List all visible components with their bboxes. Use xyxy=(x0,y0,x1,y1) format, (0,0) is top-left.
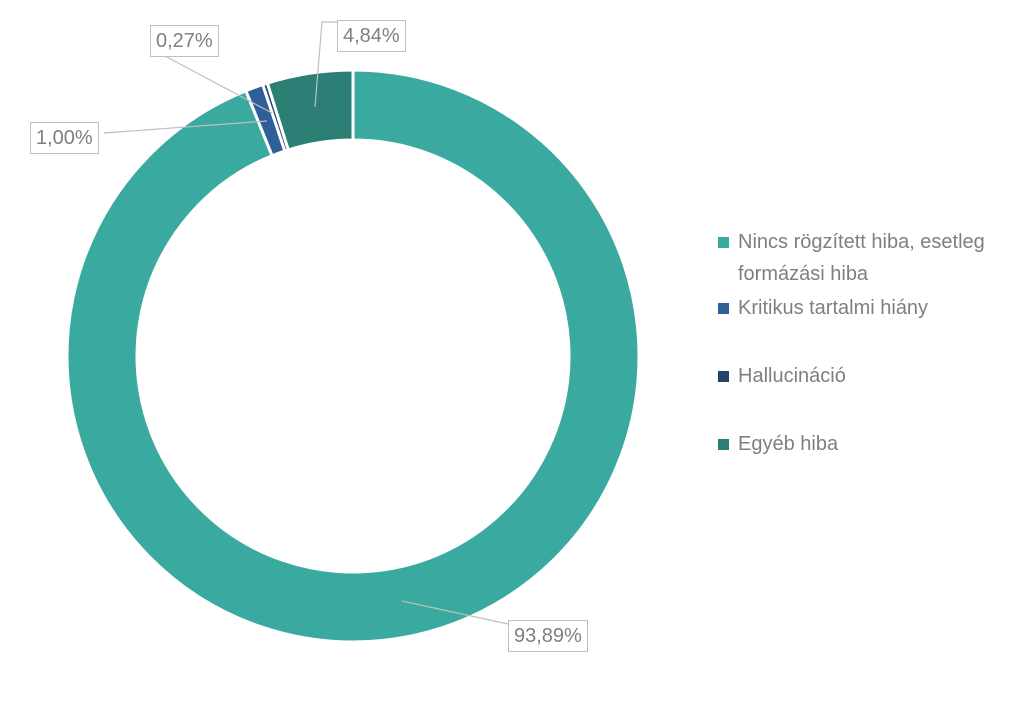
legend: Nincs rögzített hiba, esetleg formázási … xyxy=(718,226,1018,460)
legend-label: Egyéb hiba xyxy=(738,433,839,455)
leader-line-2 xyxy=(103,120,268,134)
legend-swatch xyxy=(718,371,729,382)
donut-slice-3 xyxy=(265,68,355,152)
legend-label: Hallucináció xyxy=(738,365,846,387)
data-label-egyeb: 4,84% xyxy=(337,20,406,52)
legend-label: Kritikus tartalmi hiány xyxy=(738,297,929,319)
leader-line-3 xyxy=(401,600,509,625)
legend-item-hallucinacio: Hallucináció xyxy=(718,360,1018,428)
legend-swatch xyxy=(718,237,729,248)
legend-swatch xyxy=(718,303,729,314)
data-label-kritikus: 1,00% xyxy=(30,122,99,154)
legend-label: Nincs rögzített hiba, esetleg formázási … xyxy=(738,231,985,285)
legend-item-egyeb: Egyéb hiba xyxy=(718,428,1018,460)
data-label-nincs: 93,89% xyxy=(508,620,588,652)
legend-item-kritikus: Kritikus tartalmi hiány xyxy=(718,292,1018,360)
donut-slice-0 xyxy=(65,68,641,644)
leader-line-0 xyxy=(314,21,337,108)
legend-swatch xyxy=(718,439,729,450)
leader-line-1 xyxy=(164,55,273,114)
legend-item-nincs: Nincs rögzített hiba, esetleg formázási … xyxy=(718,226,1018,292)
data-label-hallucinacio: 0,27% xyxy=(150,25,219,57)
